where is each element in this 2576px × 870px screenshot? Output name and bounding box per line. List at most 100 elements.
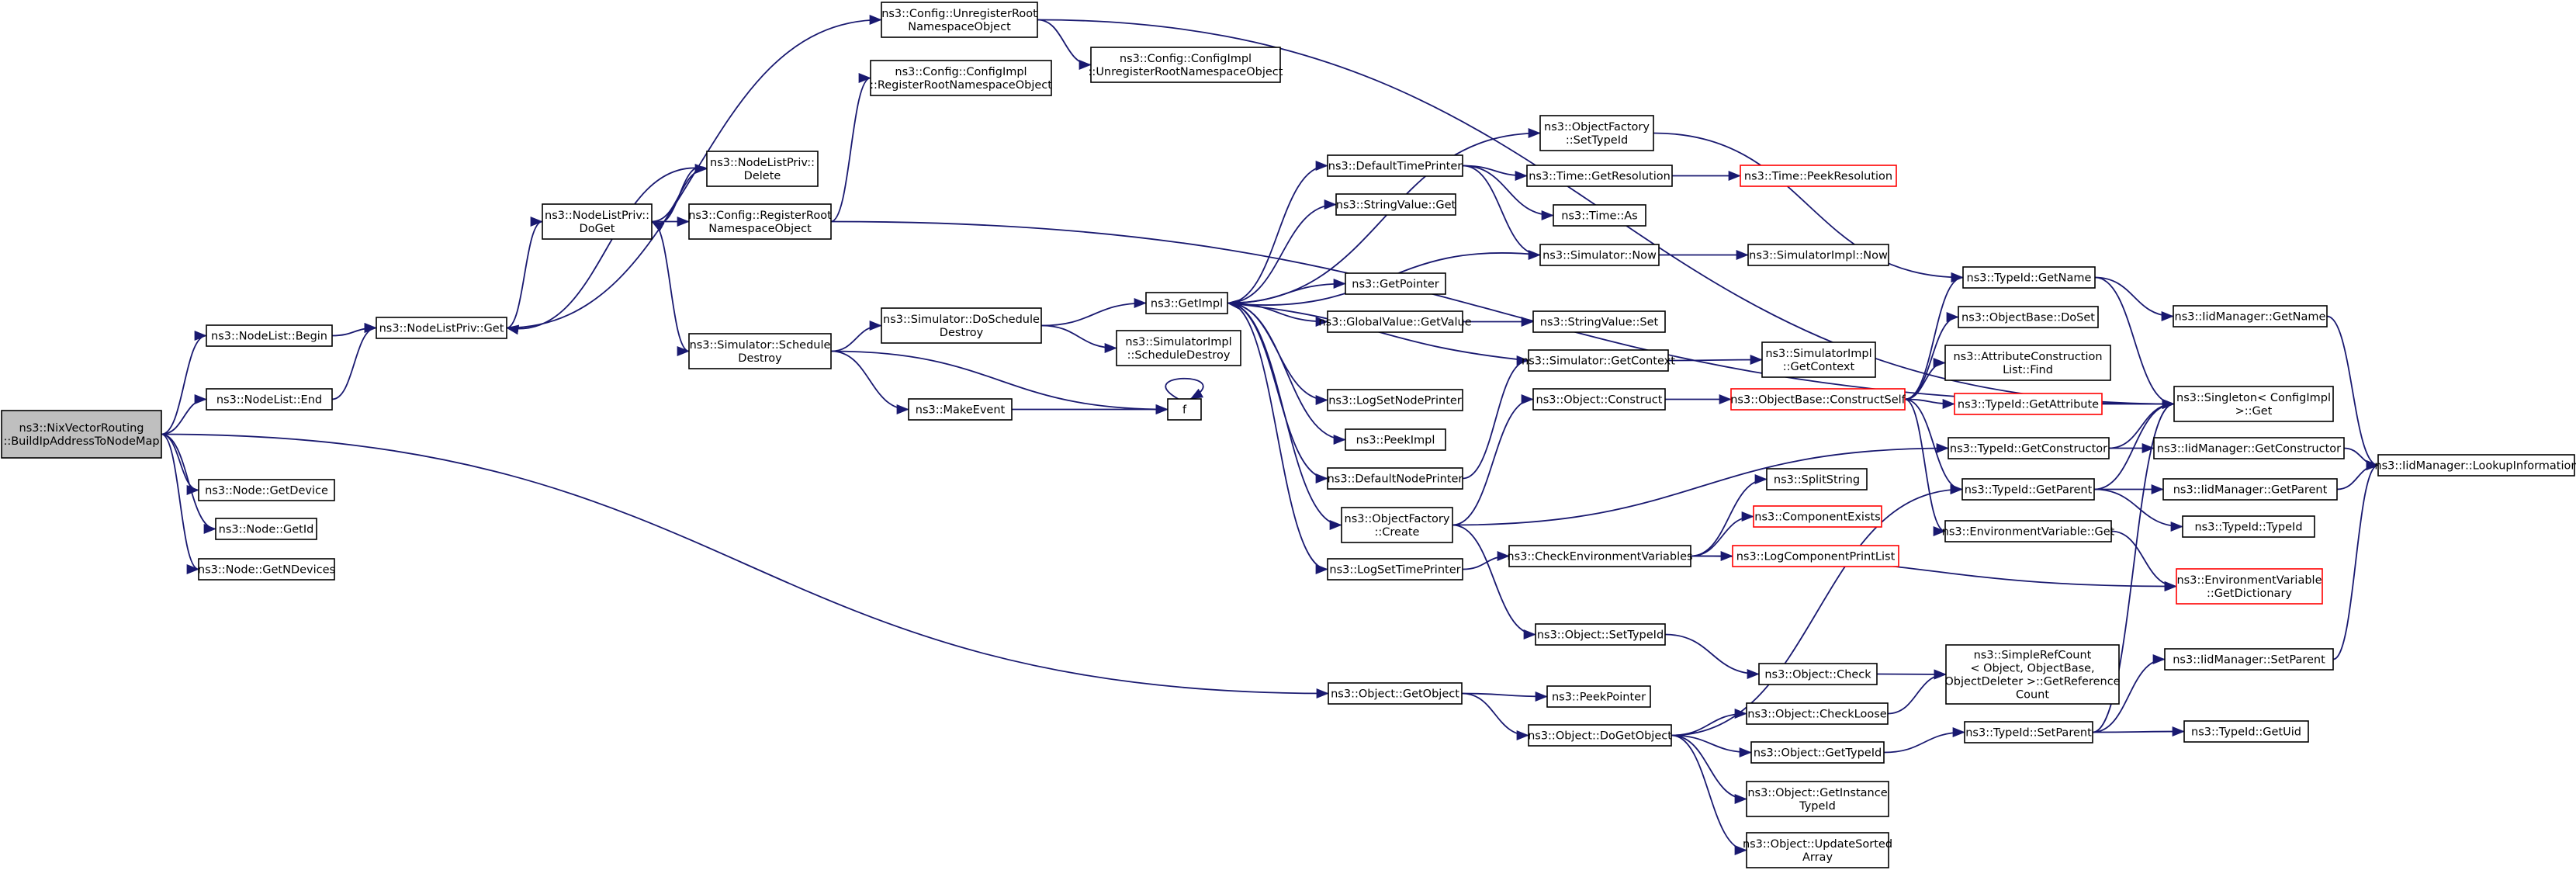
node-object-construct[interactable]: ns3::Object::Construct	[1532, 388, 1666, 411]
node-label: ObjectDeleter >::GetReference	[1944, 675, 2120, 688]
node-objectbase-doset[interactable]: ns3::ObjectBase::DoSet	[1958, 306, 2099, 328]
node-getimpl[interactable]: ns3::GetImpl	[1145, 292, 1228, 314]
node-peekimpl[interactable]: ns3::PeekImpl	[1345, 428, 1446, 451]
node-objectfactory-create[interactable]: ns3::ObjectFactory::Create	[1341, 507, 1453, 543]
node-getpointer[interactable]: ns3::GetPointer	[1345, 272, 1446, 295]
node-typeid-typeid[interactable]: ns3::TypeId::TypeId	[2182, 515, 2315, 538]
node-typeid-getparent[interactable]: ns3::TypeId::GetParent	[1961, 478, 2095, 501]
node-label: ns3::SimulatorImpl::Now	[1749, 249, 1888, 262]
node-singleton-get[interactable]: ns3::Singleton< ConfigImpl>::Get	[2173, 386, 2334, 422]
node-box	[1145, 292, 1228, 314]
node-nlp-get[interactable]: ns3::NodeListPriv::Get	[376, 317, 507, 339]
node-splitstring[interactable]: ns3::SplitString	[1766, 468, 1868, 490]
edge-objectfactory-create-to-typeid-getconstructor	[1452, 443, 1949, 526]
node-iidmgr-setparent[interactable]: ns3::IidManager::SetParent	[2164, 648, 2334, 671]
edge-cfg-reg-to-cfgimpl-reg	[830, 73, 871, 223]
node-env-var-get[interactable]: ns3::EnvironmentVariable::Get	[1942, 520, 2115, 542]
edge-object-getobject-to-peekpointer	[1461, 691, 1548, 702]
node-simulator-now[interactable]: ns3::Simulator::Now	[1539, 244, 1660, 266]
node-default-node-printer[interactable]: ns3::DefaultNodePrinter	[1327, 467, 1463, 490]
node-node-getndevices[interactable]: ns3::Node::GetNDevices	[198, 558, 335, 581]
node-cfgimpl-reg[interactable]: ns3::Config::ConfigImpl::RegisterRootNam…	[870, 60, 1052, 96]
node-f[interactable]: f	[1167, 398, 1202, 421]
node-iidmgr-lookupinformation[interactable]: ns3::IidManager::LookupInformation	[2374, 454, 2576, 477]
node-object-check[interactable]: ns3::Object::Check	[1758, 663, 1878, 685]
node-box	[1945, 644, 2120, 705]
node-logsettimeprinter[interactable]: ns3::LogSetTimePrinter	[1327, 558, 1463, 581]
node-label: ns3::ObjectFactory	[1544, 121, 1650, 133]
node-box	[376, 317, 507, 339]
node-log-component-printlist[interactable]: ns3::LogComponentPrintList	[1732, 545, 1899, 567]
node-box	[908, 398, 1013, 421]
node-simplerefcount[interactable]: ns3::SimpleRefCount< Object, ObjectBase,…	[1944, 644, 2121, 705]
node-box	[1730, 388, 1906, 411]
node-box	[1766, 468, 1868, 490]
node-label: ns3::ComponentExists	[1754, 511, 1881, 523]
node-cfgimpl-unreg[interactable]: ns3::Config::ConfigImpl::UnregisterRootN…	[1089, 47, 1283, 83]
node-sim-schedule-destroy[interactable]: ns3::Simulator::ScheduleDestroy	[688, 333, 832, 369]
node-nl-end[interactable]: ns3::NodeList::End	[206, 388, 333, 411]
node-typeid-getuid[interactable]: ns3::TypeId::GetUid	[2183, 720, 2309, 743]
node-object-settypeid[interactable]: ns3::Object::SetTypeId	[1535, 623, 1666, 646]
node-node-getid[interactable]: ns3::Node::GetId	[215, 518, 317, 540]
node-stringvalue-get[interactable]: ns3::StringValue::Get	[1335, 193, 1456, 216]
node-nl-begin[interactable]: ns3::NodeList::Begin	[206, 324, 333, 347]
node-typeid-getconstructor[interactable]: ns3::TypeId::GetConstructor	[1948, 437, 2110, 459]
node-objectbase-constructself[interactable]: ns3::ObjectBase::ConstructSelf	[1730, 388, 1906, 411]
node-simimpl-getcontext[interactable]: ns3::SimulatorImpl::GetContext	[1761, 341, 1876, 378]
node-simulator-getcontext[interactable]: ns3::Simulator::GetContext	[1522, 349, 1675, 372]
node-time-as[interactable]: ns3::Time::As	[1553, 204, 1646, 227]
node-simimpl-now[interactable]: ns3::SimulatorImpl::Now	[1747, 244, 1889, 266]
edge-iidmgr-getname-to-iidmgr-lookupinformation	[2326, 315, 2379, 470]
node-box	[1962, 266, 2096, 289]
edge-nlp-delete-to-nlp-get	[506, 167, 708, 335]
node-env-var-getdictionary[interactable]: ns3::EnvironmentVariable::GetDictionary	[2176, 568, 2323, 605]
node-object-getobject[interactable]: ns3::Object::GetObject	[1328, 682, 1463, 705]
node-root[interactable]: ns3::NixVectorRouting::BuildIpAddressToN…	[1, 410, 162, 459]
node-makeevent[interactable]: ns3::MakeEvent	[908, 398, 1013, 421]
node-component-exists[interactable]: ns3::ComponentExists	[1753, 505, 1882, 528]
node-typeid-setparent[interactable]: ns3::TypeId::SetParent	[1964, 721, 2093, 743]
node-simimpl-schedule-destroy[interactable]: ns3::SimulatorImpl::ScheduleDestroy	[1116, 330, 1241, 366]
node-box	[1539, 244, 1660, 266]
node-label: ns3::Object::GetInstance	[1747, 787, 1887, 799]
node-objectfactory-settypeid[interactable]: ns3::ObjectFactory::SetTypeId	[1539, 115, 1654, 151]
node-iidmgr-getname[interactable]: ns3::IidManager::GetName	[2173, 305, 2328, 328]
edge-typeid-setparent-to-typeid-getuid	[2092, 726, 2185, 737]
node-iidmgr-getconstructor[interactable]: ns3::IidManager::GetConstructor	[2153, 437, 2345, 459]
node-object-gettypeid[interactable]: ns3::Object::GetTypeId	[1750, 741, 1885, 764]
node-label: ns3::NodeListPriv::	[545, 210, 649, 222]
edge-root-to-node-getndevices	[161, 433, 199, 574]
node-label: >::Get	[2235, 405, 2273, 418]
node-nlp-doget[interactable]: ns3::NodeListPriv::DoGet	[542, 203, 653, 240]
node-box	[1750, 741, 1885, 764]
node-time-peekresolution[interactable]: ns3::Time::PeekResolution	[1740, 165, 1897, 187]
node-logsetnodeprinter[interactable]: ns3::LogSetNodePrinter	[1327, 389, 1463, 411]
edge-getimpl-to-objectfactory-create	[1227, 302, 1342, 530]
node-cfg-unreg[interactable]: ns3::Config::UnregisterRootNamespaceObje…	[881, 2, 1038, 38]
node-label: ns3::Node::GetNDevices	[198, 563, 335, 576]
node-object-dogetobject[interactable]: ns3::Object::DoGetObject	[1528, 724, 1672, 747]
node-object-checkloose[interactable]: ns3::Object::CheckLoose	[1746, 702, 1889, 725]
node-globalvalue-getvalue[interactable]: ns3::GlobalValue::GetValue	[1318, 310, 1472, 333]
node-label: Destroy	[738, 352, 782, 365]
node-box	[1944, 520, 2112, 542]
node-stringvalue-set[interactable]: ns3::StringValue::Set	[1532, 310, 1666, 333]
node-cfg-reg[interactable]: ns3::Config::RegisterRootNamespaceObject	[688, 203, 832, 240]
node-typeid-getname[interactable]: ns3::TypeId::GetName	[1962, 266, 2096, 289]
node-typeid-getattribute[interactable]: ns3::TypeId::GetAttribute	[1954, 393, 2103, 415]
node-node-getdevice[interactable]: ns3::Node::GetDevice	[198, 479, 335, 501]
node-time-getresolution[interactable]: ns3::Time::GetResolution	[1526, 165, 1673, 187]
node-peekpointer[interactable]: ns3::PeekPointer	[1546, 685, 1651, 708]
node-box	[1345, 272, 1446, 295]
node-iidmgr-getparent[interactable]: ns3::IidManager::GetParent	[2162, 478, 2338, 501]
node-nlp-delete[interactable]: ns3::NodeListPriv::Delete	[706, 151, 819, 187]
node-check-env-vars[interactable]: ns3::CheckEnvironmentVariables	[1507, 545, 1693, 567]
node-default-time-printer[interactable]: ns3::DefaultTimePrinter	[1327, 154, 1463, 177]
node-box	[1732, 545, 1899, 567]
